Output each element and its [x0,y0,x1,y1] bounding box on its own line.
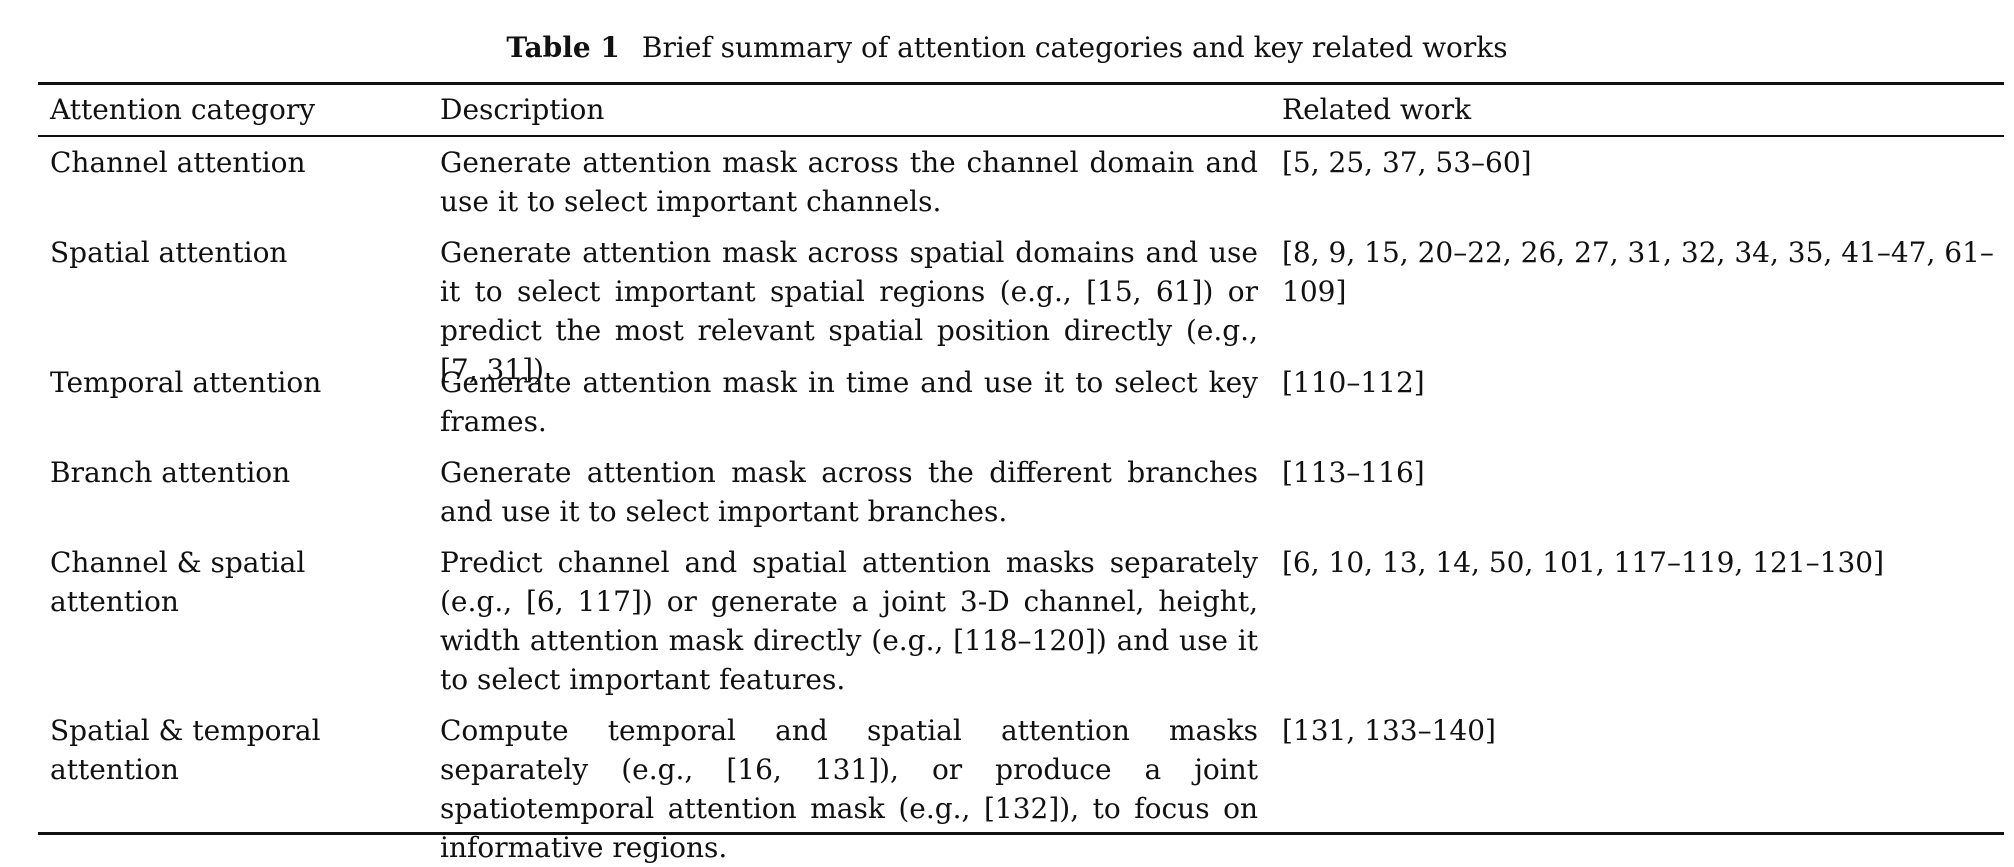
table-title: Brief summary of attention categories an… [641,31,1508,64]
row-description: Generate attention mask across the chann… [440,146,1258,218]
header-attention-category: Attention category [50,93,316,126]
header-related-work: Related work [1282,93,1472,126]
table-label: Table 1 [506,31,620,64]
row-related-work: [110–112] [1282,366,1425,399]
row-description: Predict channel and spatial attention ma… [440,546,1258,696]
table-top-rule [38,82,2004,85]
row-category: Temporal attention [50,366,322,399]
row-description: Generate attention mask across spatial d… [440,236,1258,386]
row-description: Generate attention mask in time and use … [440,366,1258,438]
row-description: Compute temporal and spatial attention m… [440,714,1258,864]
header-description: Description [440,93,605,126]
table-caption: Table 1 Brief summary of attention catego… [0,28,2014,68]
row-category: Spatial & temporal attention [50,714,321,786]
row-category: Channel attention [50,146,306,179]
row-description: Generate attention mask across the diffe… [440,456,1258,528]
table-header-rule [38,135,2004,137]
table-bottom-rule [38,832,2004,835]
row-related-work: [131, 133–140] [1282,714,1496,747]
row-related-work: [6, 10, 13, 14, 50, 101, 117–119, 121–13… [1282,546,1884,579]
row-category: Channel & spatial attention [50,546,306,618]
row-related-work: [5, 25, 37, 53–60] [1282,146,1532,179]
row-category: Branch attention [50,456,291,489]
row-related-work: [8, 9, 15, 20–22, 26, 27, 31, 32, 34, 35… [1282,236,1994,308]
row-related-work: [113–116] [1282,456,1425,489]
row-category: Spatial attention [50,236,288,269]
